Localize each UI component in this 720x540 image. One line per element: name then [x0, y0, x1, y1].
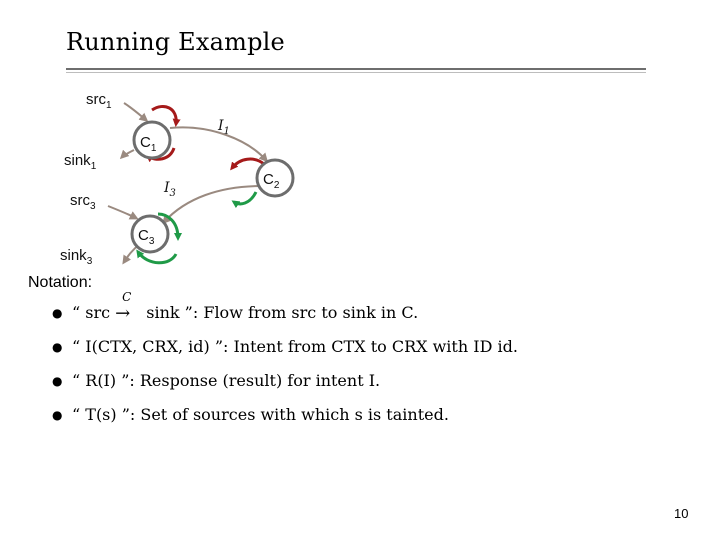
title-underline [66, 68, 646, 70]
label-sink3: sink3 [60, 247, 93, 267]
flow-c1-top [151, 105, 181, 127]
title-underline-light [66, 72, 646, 73]
label-intent-i1: I1 [217, 118, 230, 137]
page-number: 10 [674, 506, 689, 521]
label-src3: src3 [70, 192, 96, 212]
edge-intent-i3 [161, 185, 263, 225]
component-diagram: C1 C2 C3 src1 sink1 src3 sink3 I1 I3 [60, 91, 295, 267]
edge-src3-c3 [107, 205, 139, 220]
component-c1-node [132, 120, 172, 160]
notation-item-taint: ● “ T(s) ”: Set of sources with which s … [52, 398, 518, 432]
notation-taint-text: “ T(s) ”: Set of sources with which s is… [72, 405, 449, 424]
notation-list: ● “ src C → sink ”: Flow from src to sin… [52, 289, 518, 432]
label-intent-i3: I3 [163, 180, 176, 199]
bullet-icon: ● [52, 306, 63, 320]
notation-item-response: ● “ R(I) ”: Response (result) for intent… [52, 364, 518, 398]
flow-arrow-icon: C → [115, 289, 132, 324]
component-c3-node [130, 214, 170, 254]
label-src1: src1 [86, 91, 112, 111]
notation-item-intent: ● “ I(CTX, CRX, id) ”: Intent from CTX t… [52, 330, 518, 364]
flow-c2-green [231, 191, 258, 209]
flow-c2-red [230, 157, 265, 171]
edge-intent-i1 [169, 126, 269, 163]
notation-intent-text: “ I(CTX, CRX, id) ”: Intent from CTX to … [72, 337, 518, 356]
notation-flow-suffix: sink ”: Flow from src to sink in C. [146, 303, 419, 322]
component-c2-node [255, 158, 295, 198]
bullet-icon: ● [52, 408, 63, 422]
flow-arrow-label: C [122, 289, 132, 304]
component-c3-label: C3 [138, 227, 155, 247]
notation-response-text: “ R(I) ”: Response (result) for intent I… [72, 371, 381, 390]
component-c2-label: C2 [263, 171, 280, 191]
notation-flow-prefix: “ src [72, 303, 116, 322]
edge-src1-c1 [123, 102, 149, 122]
bullet-icon: ● [52, 374, 63, 388]
flow-c3-top [157, 212, 182, 241]
bullet-icon: ● [52, 340, 63, 354]
slide-title: Running Example [66, 28, 285, 56]
label-sink1: sink1 [64, 152, 97, 172]
notation-item-flow: ● “ src C → sink ”: Flow from src to sin… [52, 289, 518, 330]
flow-c3-bottom [136, 249, 178, 265]
component-c1-label: C1 [140, 134, 157, 154]
notation-heading: Notation: [28, 274, 93, 291]
edge-c1-sink1 [119, 149, 135, 160]
